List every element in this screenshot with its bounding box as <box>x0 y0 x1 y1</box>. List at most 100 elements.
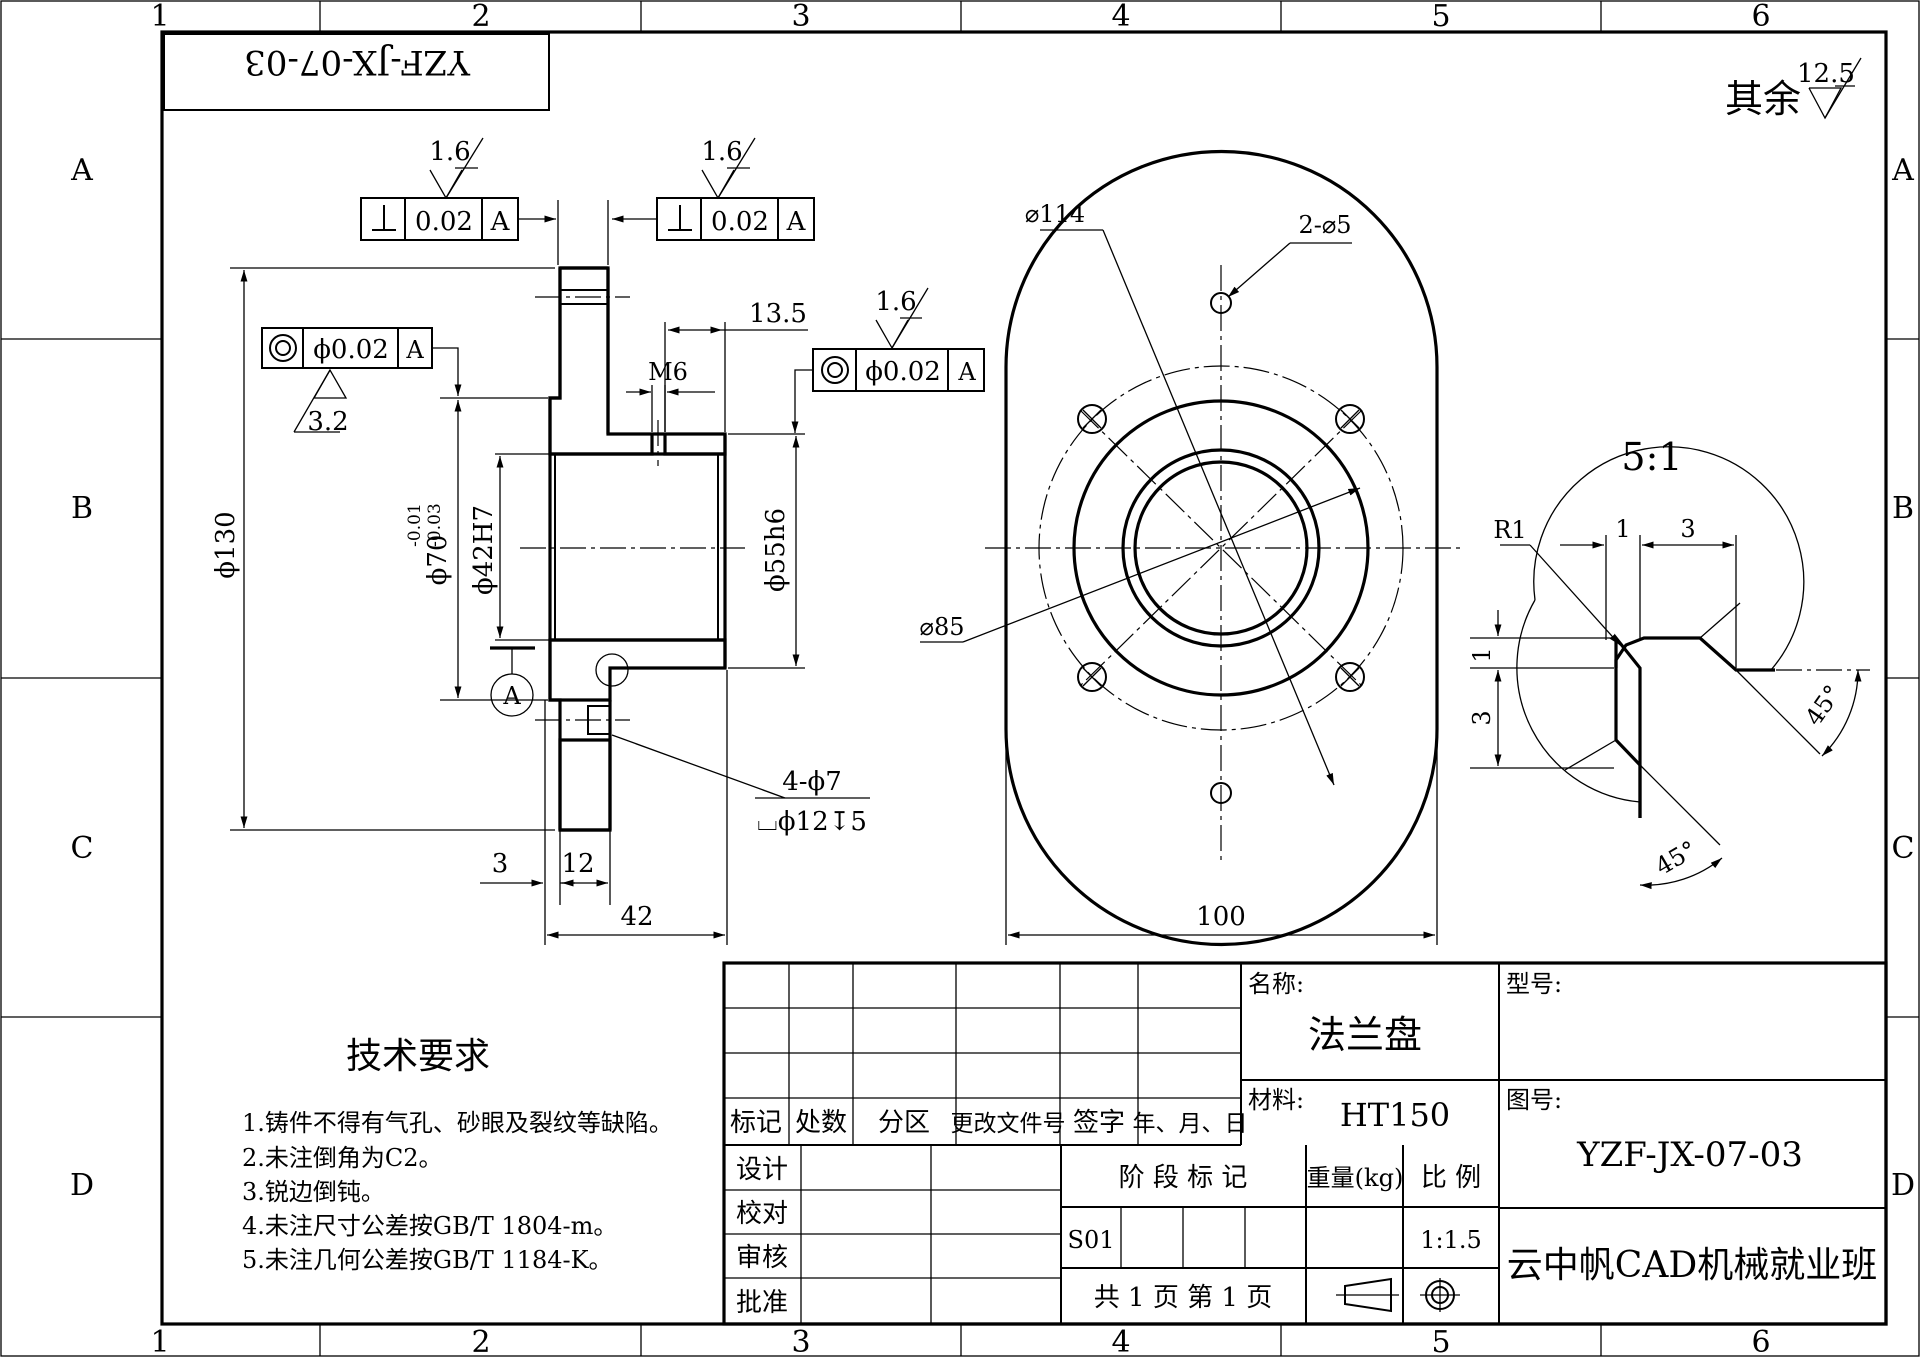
perp-right-roughness: 1.6 <box>701 137 742 167</box>
concentricity-tolerance-right: ϕ0.02 A 1.6 <box>791 287 985 433</box>
tech-item: 2.未注倒角为C2。 <box>242 1144 443 1172</box>
dim-angle-b: 45° <box>1651 835 1702 881</box>
tech-requirements: 技术要求 1.铸件不得有气孔、砂眼及裂纹等缺陷。 2.未注倒角为C2。 3.锐边… <box>242 1036 673 1274</box>
bolt-hole <box>1335 662 1365 692</box>
rev-header: 处数 <box>795 1108 847 1138</box>
dim-13-5: 13.5 <box>749 299 807 329</box>
dim-4-holes: 4-ϕ7 <box>782 767 842 797</box>
model-label: 型号: <box>1506 970 1562 998</box>
zone-row-b-right: B <box>1892 491 1914 526</box>
role-label: 批准 <box>736 1288 788 1318</box>
zone-row-d-left: D <box>70 1168 94 1203</box>
zone-labels: 1 2 3 4 5 6 1 2 3 4 5 6 A B C D A B C D <box>70 0 1915 1357</box>
dim-r1: R1 <box>1493 516 1526 544</box>
zone-row-c-left: C <box>71 831 94 866</box>
perp-right-value: 0.02 <box>711 207 769 237</box>
front-view <box>985 149 1460 947</box>
name-label: 名称: <box>1248 970 1304 998</box>
zone-row-c-right: C <box>1892 831 1915 866</box>
dim-d70-upper: -0.01 <box>405 503 425 547</box>
dim-3: 3 <box>492 849 509 879</box>
stage-label: 阶 段 标 记 <box>1119 1163 1248 1193</box>
zone-row-a-right: A <box>1891 153 1914 188</box>
dim-detail-3a: 3 <box>1680 515 1695 543</box>
datum-a-label: A <box>502 682 521 710</box>
role-label: 设计 <box>736 1155 788 1185</box>
dim-d70: ϕ70 <box>423 535 453 586</box>
perp-left-datum: A <box>490 207 511 237</box>
tech-item: 5.未注几何公差按GB/T 1184-K。 <box>242 1246 613 1274</box>
section-dimensions: ϕ130 ϕ70 -0.01 -0.03 ϕ42H7 ϕ55h6 M6 13.5 <box>211 267 870 945</box>
rev-header: 分区 <box>878 1108 930 1138</box>
remaining-roughness-label: 其余 <box>1725 77 1801 121</box>
zone-col-3-top: 3 <box>791 0 810 34</box>
material-value: HT150 <box>1340 1096 1450 1134</box>
concentricity-tolerance-left: ϕ0.02 A 3.2 <box>261 327 462 437</box>
perp-right-datum: A <box>786 207 807 237</box>
remaining-roughness-value: 12.5 <box>1797 59 1855 89</box>
tech-item: 3.锐边倒钝。 <box>242 1178 385 1206</box>
perp-tolerance-left: 0.02 A 1.6 <box>360 137 559 265</box>
dim-detail-3b: 3 <box>1468 710 1496 725</box>
rotated-drawing-code: YZF-JX-07-03 <box>244 42 471 82</box>
role-label: 校对 <box>736 1199 788 1229</box>
section-view <box>520 266 745 832</box>
dim-d114: ⌀114 <box>1025 200 1085 228</box>
dim-d130: ϕ130 <box>211 511 241 578</box>
dim-m6: M6 <box>648 358 688 386</box>
dim-42: 42 <box>620 902 653 932</box>
conc-right-datum: A <box>957 358 976 386</box>
page-count: 共 1 页 第 1 页 <box>1094 1283 1272 1313</box>
bolt-hole <box>1335 404 1365 434</box>
company-name: 云中帆CAD机械就业班 <box>1507 1245 1877 1286</box>
zone-col-5-top: 5 <box>1431 0 1450 34</box>
dim-detail-1a: 1 <box>1615 515 1630 543</box>
ratio-value: 1:1.5 <box>1420 1226 1482 1254</box>
zone-col-4-top: 4 <box>1111 0 1130 34</box>
conc-left-roughness: 3.2 <box>307 407 348 437</box>
bolt-hole <box>1077 404 1107 434</box>
zone-col-2-bottom: 2 <box>471 1325 490 1357</box>
rev-header: 年、月、日 <box>1133 1111 1248 1137</box>
tech-item: 1.铸件不得有气孔、砂眼及裂纹等缺陷。 <box>242 1109 673 1137</box>
front-view-dimensions: ⌀114 2-⌀5 ⌀85 100 <box>920 200 1438 945</box>
material-label: 材料: <box>1248 1086 1304 1114</box>
zone-col-4-bottom: 4 <box>1111 1325 1130 1357</box>
remaining-roughness: 其余 12.5 <box>1725 57 1862 121</box>
dim-detail-1b: 1 <box>1468 647 1496 662</box>
rev-header: 签字 <box>1073 1108 1125 1138</box>
zone-col-2-top: 2 <box>471 0 490 34</box>
zone-row-b-left: B <box>71 491 93 526</box>
drawing-no-label: 图号: <box>1506 1086 1562 1114</box>
zone-col-1-top: 1 <box>150 0 169 34</box>
dim-100: 100 <box>1196 902 1246 932</box>
dim-angle-a: 45° <box>1800 680 1847 731</box>
dim-d42: ϕ42H7 <box>469 505 499 595</box>
zone-col-6-top: 6 <box>1751 0 1770 34</box>
zone-col-6-bottom: 6 <box>1751 1325 1770 1357</box>
conc-left-value: ϕ0.02 <box>313 335 389 365</box>
dim-counterbore: ⌴ϕ12↧5 <box>757 807 867 837</box>
title-block: 标记 处数 分区 更改文件号 签字 年、月、日 设计 校对 审核 批准 名称: … <box>722 961 1888 1326</box>
perp-left-roughness: 1.6 <box>429 137 470 167</box>
drawing-no-value: YZF-JX-07-03 <box>1576 1135 1803 1175</box>
bolt-hole <box>1077 662 1107 692</box>
projection-symbol-icon <box>1336 1277 1460 1313</box>
zone-row-d-right: D <box>1891 1168 1915 1203</box>
zone-row-a-left: A <box>70 153 93 188</box>
dim-d85: ⌀85 <box>920 613 965 641</box>
tech-title: 技术要求 <box>346 1036 490 1077</box>
detail-view: 5:1 R1 1 3 1 3 45° 45° <box>1468 435 1870 890</box>
role-label: 审核 <box>736 1243 788 1273</box>
perp-left-value: 0.02 <box>415 207 473 237</box>
rev-header: 标记 <box>730 1108 782 1138</box>
zone-col-3-bottom: 3 <box>791 1325 810 1357</box>
rev-header: 更改文件号 <box>951 1111 1066 1137</box>
dim-d70-lower: -0.03 <box>425 503 445 547</box>
perp-tolerance-right: 0.02 A 1.6 <box>607 137 815 265</box>
conc-right-roughness: 1.6 <box>875 287 916 317</box>
zone-col-1-bottom: 1 <box>150 1325 169 1357</box>
conc-right-value: ϕ0.02 <box>865 357 941 387</box>
detail-scale: 5:1 <box>1621 435 1682 479</box>
